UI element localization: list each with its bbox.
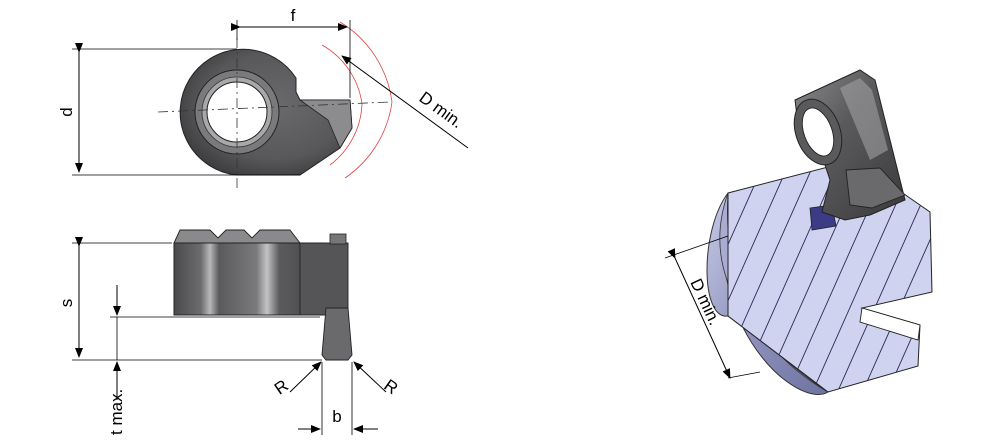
iso-view: D min. [664, 69, 933, 395]
d-label: d [57, 107, 76, 116]
groove-slot [859, 307, 921, 341]
r-left-label: R [271, 376, 292, 399]
top-view: d f D min. [57, 6, 469, 190]
cutting-tip-top [298, 99, 353, 149]
side-view: s t max. R R b [57, 229, 401, 435]
iso-dmin-ext-bottom [727, 371, 761, 379]
serrated-top [173, 229, 301, 244]
insert-body-side [173, 242, 325, 316]
iso-insert-blade [845, 167, 906, 209]
iso-dmin-ext-top [664, 235, 729, 259]
iso-hole [801, 107, 835, 157]
dmin-arc-outer [339, 21, 393, 179]
b-label: b [332, 407, 341, 426]
dmin-leader [341, 55, 469, 149]
r-right-leader [353, 361, 387, 393]
iso-dmin-line [667, 248, 731, 379]
r-left-leader [289, 361, 322, 393]
insert-neck [299, 242, 349, 316]
iso-insert-highlight [840, 78, 888, 160]
tmax-label: t max. [107, 389, 126, 435]
f-label: f [291, 6, 296, 25]
cutting-blade-side [321, 307, 353, 361]
r-right-label: R [380, 376, 401, 399]
dmin-label-top: D min. [416, 88, 467, 132]
dmin-arc-inner [321, 44, 363, 166]
neck-top [329, 233, 347, 245]
s-label: s [57, 299, 76, 308]
